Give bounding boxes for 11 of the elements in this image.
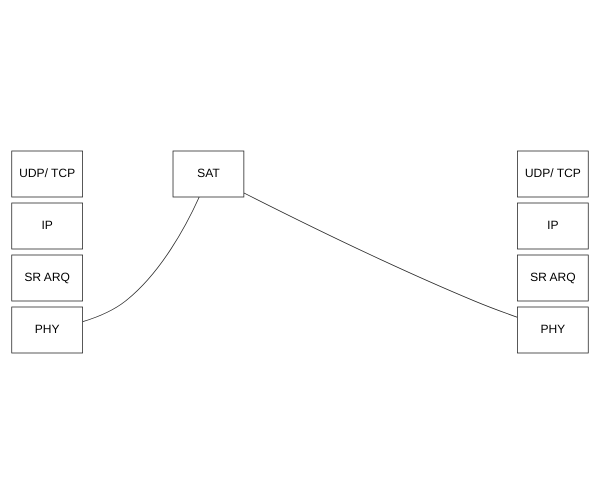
connector — [82, 196, 200, 322]
node-box: SR ARQ — [517, 254, 589, 302]
node-box: PHY — [11, 306, 83, 354]
node-box: PHY — [517, 306, 589, 354]
node-box: IP — [517, 202, 589, 250]
node-box: SAT — [172, 150, 244, 198]
node-box: SR ARQ — [11, 254, 83, 302]
node-box: UDP/ TCP — [11, 150, 83, 198]
node-box: UDP/ TCP — [517, 150, 589, 198]
connector — [244, 192, 518, 318]
node-box: IP — [11, 202, 83, 250]
